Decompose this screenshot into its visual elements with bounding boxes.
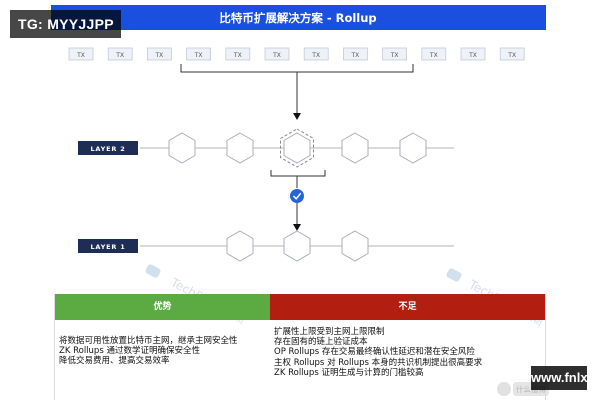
tx-box: TX (342, 47, 368, 61)
pros-panel: 优势 将数据可用性放置比特币主网，继承主网安全性 ZK Rollups 通过数学… (54, 294, 270, 400)
diagram-title: 比特币扩展解决方案 - Rollup (219, 11, 376, 25)
pros-header: 优势 (55, 294, 270, 320)
tx-box: TX (264, 47, 290, 61)
layer2-block (168, 132, 196, 164)
title-bar (51, 5, 546, 30)
layer2-block (226, 132, 254, 164)
tg-tag: TG: MYYJJPP (10, 10, 121, 38)
cons-line: 扩展性上限受到主网上限限制 (274, 327, 385, 337)
tx-label: TX (351, 52, 360, 59)
layer1-label: LAYER 1 (90, 243, 125, 251)
pros-body: 将数据可用性放置比特币主网，继承主网安全性 ZK Rollups 通过数学证明确… (55, 320, 270, 367)
check-icon (290, 189, 304, 203)
layer2-block (280, 128, 314, 168)
rollup-bracket (270, 170, 326, 188)
tx-box: TX (460, 47, 486, 61)
tx-box: TX (421, 47, 447, 61)
cons-header: 不足 (270, 294, 545, 320)
layer2-blocks (168, 128, 427, 168)
pros-line: 将数据可用性放置比特币主网，继承主网安全性 (59, 336, 238, 346)
tx-label: TX (194, 52, 203, 59)
cons-line: 主权 Rollups 对 Rollups 本身的共识机制提出很高要求 (274, 357, 483, 368)
layer2-label-box (78, 141, 138, 155)
tx-box: TX (382, 47, 408, 61)
tx-box: TX (225, 47, 251, 61)
layer1-block (283, 230, 311, 262)
tx-label: TX (272, 52, 281, 59)
tx-box: TX (186, 47, 212, 61)
tx-box: TX (68, 47, 94, 61)
cons-panel: 不足 扩展性上限受到主网上限限制 存在固有的链上验证成本 OP Rollups … (270, 294, 546, 400)
pros-line: 降低交易费用、提高交易效率 (59, 356, 170, 367)
layer1-blocks (226, 230, 369, 262)
layer1-block (226, 230, 254, 262)
tx-label: TX (429, 52, 438, 59)
layer2-block (399, 132, 427, 164)
tx-box: TX (303, 47, 329, 61)
tx-label: TX (155, 52, 164, 59)
site-watermark: www.fnlx.com (531, 366, 600, 390)
tx-label: TX (233, 52, 242, 59)
tx-box: TX (499, 47, 525, 61)
pros-line: ZK Rollups 通过数学证明确保安全性 (59, 346, 200, 357)
cons-line: ZK Rollups 证明生成与计算的门槛较高 (274, 367, 424, 378)
tx-label: TX (468, 52, 477, 59)
tx-box: TX (107, 47, 133, 61)
tx-label: TX (76, 52, 85, 59)
cons-line: OP Rollups 存在交易最终确认性延迟和潜在安全风险 (274, 347, 475, 358)
cons-line: 存在固有的链上验证成本 (274, 337, 368, 348)
layer1-block (341, 230, 369, 262)
tx-box: TX (146, 47, 172, 61)
down-arrow-icon (293, 113, 301, 120)
layer2-block (341, 132, 369, 164)
cons-body: 扩展性上限受到主网上限限制 存在固有的链上验证成本 OP Rollups 存在交… (270, 320, 545, 378)
tx-row: TX TX TX TX TX TX TX TX TX TX TX TX (68, 47, 525, 61)
check-mark (292, 192, 302, 200)
layer1-label-box (78, 239, 138, 253)
layer2-label: LAYER 2 (90, 145, 125, 153)
tx-label: TX (115, 52, 124, 59)
tx-label: TX (507, 52, 516, 59)
down-arrow-icon-2 (293, 224, 301, 231)
tx-label: TX (390, 52, 399, 59)
tx-bracket (180, 64, 414, 114)
tx-label: TX (311, 52, 320, 59)
